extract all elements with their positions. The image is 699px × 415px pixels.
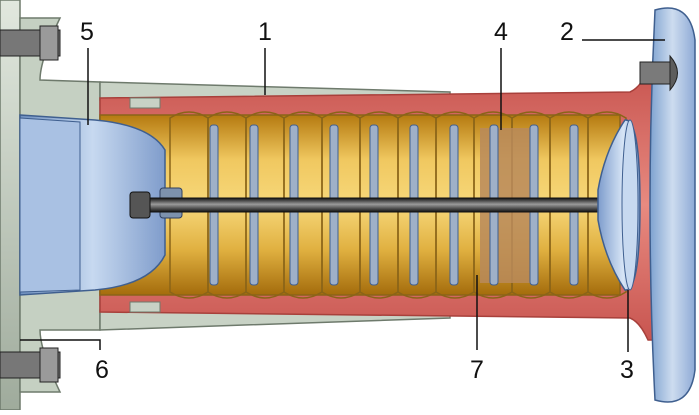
bracket-plate	[0, 0, 21, 411]
pad-bolt-head	[669, 54, 678, 92]
end-cap	[597, 119, 641, 291]
callout-5: 5	[80, 18, 94, 46]
cap-rim	[621, 119, 639, 291]
rod-end-nut	[129, 191, 151, 219]
pad-bolt	[639, 61, 671, 85]
callout-4: 4	[494, 18, 508, 46]
corrugation-rib	[587, 111, 627, 299]
callout-7: 7	[470, 356, 484, 384]
housing-rivet-top	[129, 97, 161, 109]
tie-rod	[129, 191, 601, 219]
leader-lines	[20, 39, 665, 352]
callout-6: 6	[95, 356, 109, 384]
inner-cup	[19, 114, 183, 296]
housing-rivet-bottom	[129, 301, 161, 313]
rod-shaft	[129, 197, 601, 213]
callout-3: 3	[620, 356, 634, 384]
bolt-bottom-nut	[39, 347, 59, 383]
cup-inner	[19, 117, 81, 293]
bracket-bolts	[0, 25, 61, 383]
leader-6	[20, 339, 101, 350]
pad-body	[649, 7, 696, 403]
bumper-pad	[639, 7, 696, 403]
callout-2: 2	[560, 18, 574, 46]
callout-1: 1	[258, 18, 272, 46]
corrugation-ribs	[169, 111, 627, 299]
bolt-top-nut	[39, 25, 59, 61]
